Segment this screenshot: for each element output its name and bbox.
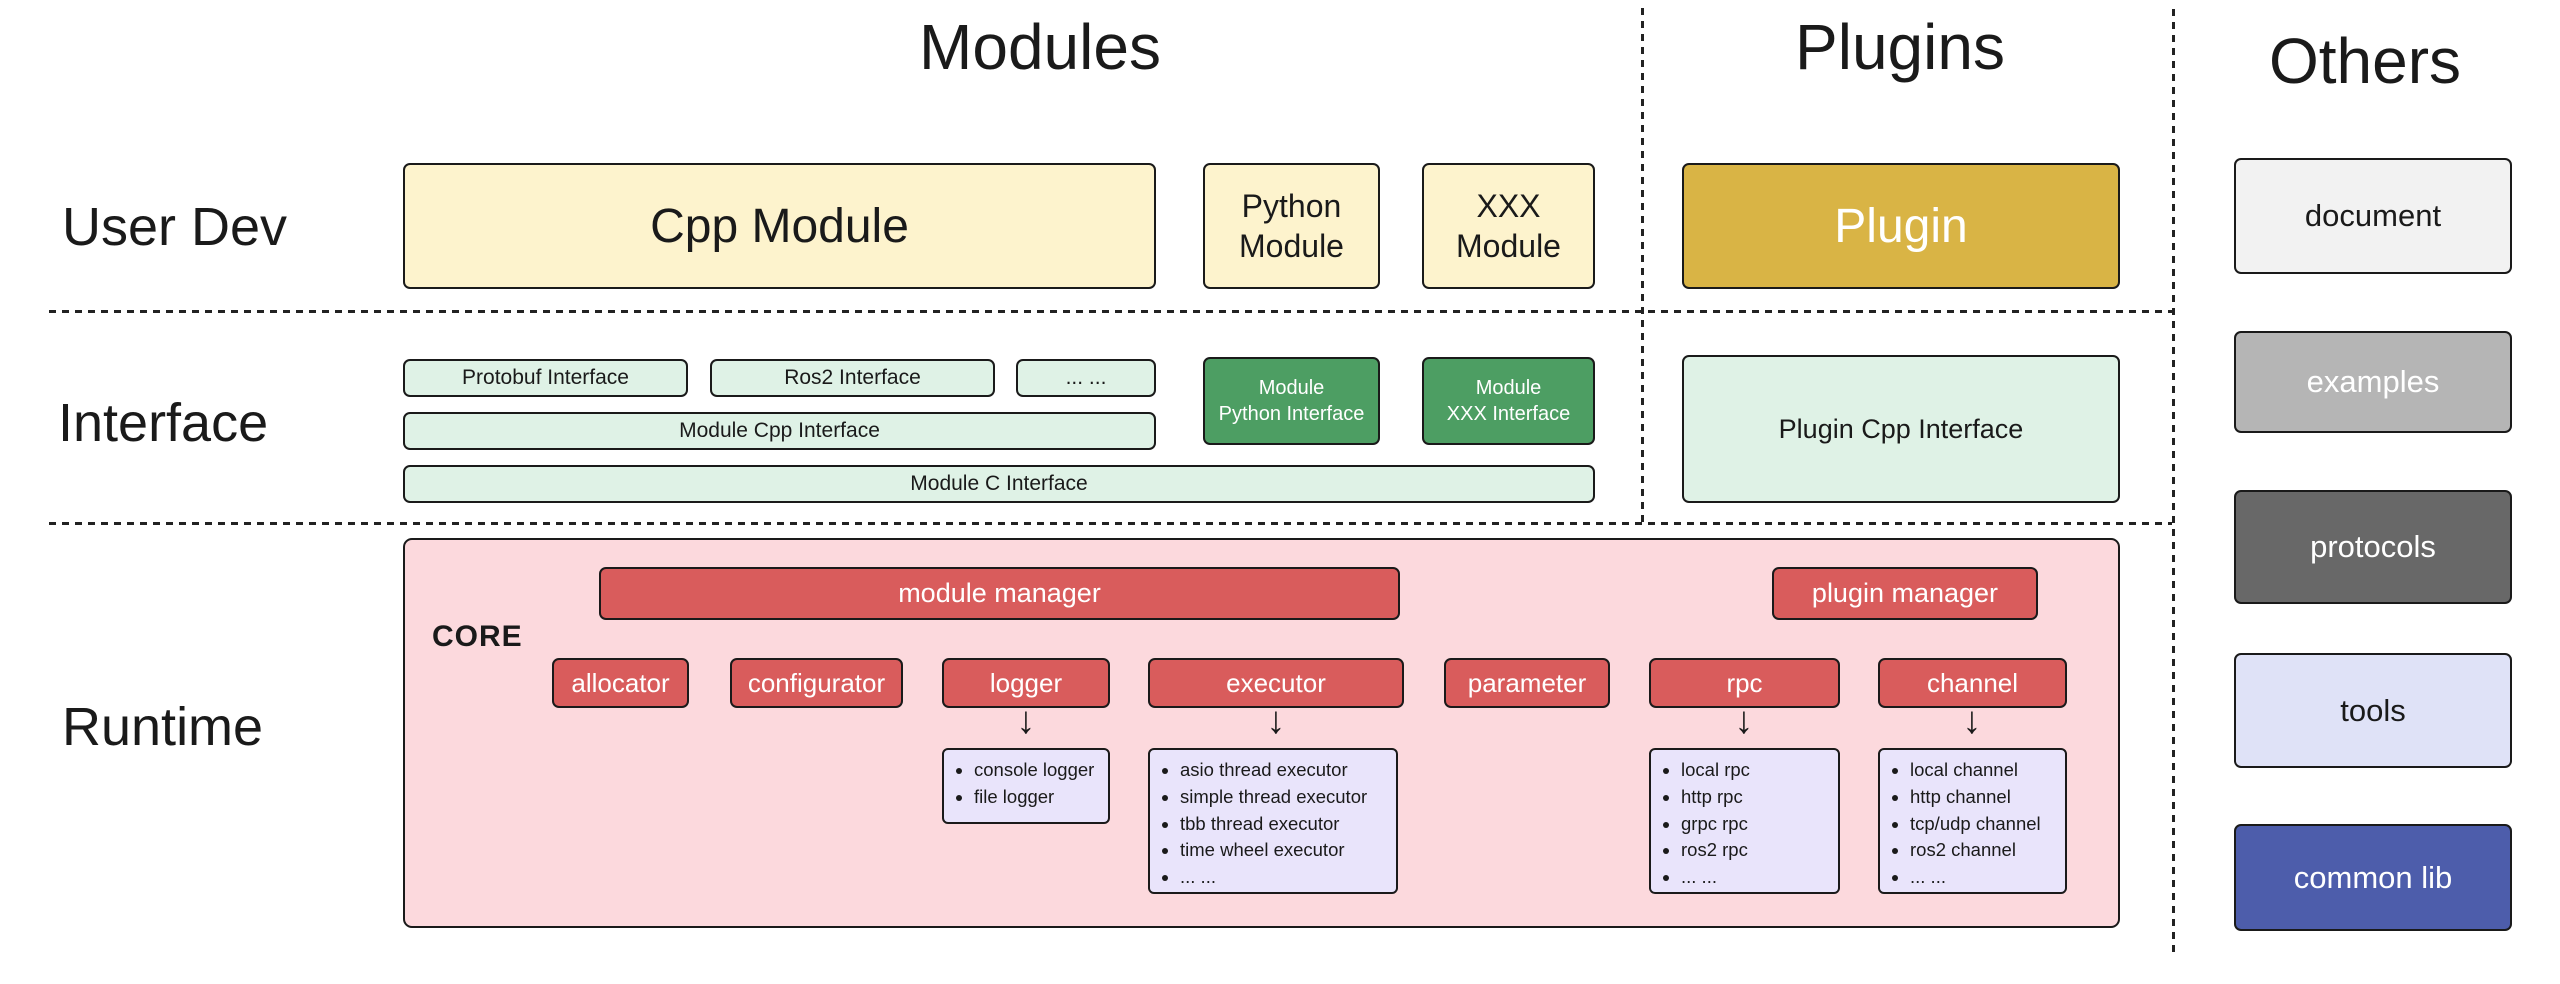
column-title-plugins: Plugins: [1795, 11, 2005, 83]
down-arrow-icon: ↓: [1016, 700, 1036, 742]
down-arrow-icon: ↓: [1962, 700, 1982, 742]
module-xxx-interface-box: Module XXX Interface: [1422, 357, 1595, 445]
list-item: http rpc: [1681, 784, 1750, 811]
divider-interface-runtime: [49, 522, 2172, 525]
list-item: time wheel executor: [1180, 837, 1367, 864]
module-manager-box: module manager: [599, 567, 1400, 620]
column-title-others: Others: [2268, 25, 2462, 97]
executor-implementations-list: asio thread executorsimple thread execut…: [1148, 748, 1398, 894]
row-label-interface: Interface: [58, 393, 269, 453]
others-common-lib-box: common lib: [2234, 824, 2512, 931]
list-item: ... ...: [1910, 864, 2041, 891]
others-tools-box: tools: [2234, 653, 2512, 768]
plugin-cpp-interface-box: Plugin Cpp Interface: [1682, 355, 2120, 503]
list-item: ros2 rpc: [1681, 837, 1750, 864]
list-item: ... ...: [1180, 864, 1367, 891]
executor-box: executor: [1148, 658, 1404, 708]
down-arrow-icon: ↓: [1734, 700, 1754, 742]
divider-plugins-others: [2172, 8, 2175, 952]
rpc-box: rpc: [1649, 658, 1840, 708]
row-label-user-dev: User Dev: [62, 197, 288, 257]
others-examples-box: examples: [2234, 331, 2512, 433]
down-arrow-icon: ↓: [1266, 700, 1286, 742]
module-python-interface-box: Module Python Interface: [1203, 357, 1380, 445]
list-item: console logger: [974, 757, 1094, 784]
ros2-interface-box: Ros2 Interface: [710, 359, 995, 397]
list-item: local rpc: [1681, 757, 1750, 784]
protobuf-interface-box: Protobuf Interface: [403, 359, 688, 397]
list-item: local channel: [1910, 757, 2041, 784]
allocator-box: allocator: [552, 658, 689, 708]
plugin-manager-box: plugin manager: [1772, 567, 2038, 620]
python-module-box: Python Module: [1203, 163, 1380, 289]
column-title-modules: Modules: [919, 11, 1161, 83]
others-document-box: document: [2234, 158, 2512, 274]
more-interfaces-box: ... ...: [1016, 359, 1156, 397]
list-item: ros2 channel: [1910, 837, 2041, 864]
list-item: http channel: [1910, 784, 2041, 811]
list-item: file logger: [974, 784, 1094, 811]
logger-box: logger: [942, 658, 1110, 708]
channel-box: channel: [1878, 658, 2067, 708]
divider-modules-plugins: [1641, 8, 1644, 522]
list-item: asio thread executor: [1180, 757, 1367, 784]
list-item: simple thread executor: [1180, 784, 1367, 811]
plugin-box: Plugin: [1682, 163, 2120, 289]
logger-implementations-list: console loggerfile logger: [942, 748, 1110, 824]
others-protocols-box: protocols: [2234, 490, 2512, 604]
list-item: grpc rpc: [1681, 811, 1750, 838]
row-label-runtime: Runtime: [62, 697, 264, 757]
channel-implementations-list: local channelhttp channeltcp/udp channel…: [1878, 748, 2067, 894]
list-item: tbb thread executor: [1180, 811, 1367, 838]
cpp-module-box: Cpp Module: [403, 163, 1156, 289]
module-c-interface-box: Module C Interface: [403, 465, 1595, 503]
module-cpp-interface-box: Module Cpp Interface: [403, 412, 1156, 450]
configurator-box: configurator: [730, 658, 903, 708]
parameter-box: parameter: [1444, 658, 1610, 708]
divider-userdev-interface: [49, 310, 2172, 313]
xxx-module-box: XXX Module: [1422, 163, 1595, 289]
rpc-implementations-list: local rpchttp rpcgrpc rpcros2 rpc... ...: [1649, 748, 1840, 894]
list-item: tcp/udp channel: [1910, 811, 2041, 838]
core-label: CORE: [432, 620, 523, 653]
list-item: ... ...: [1681, 864, 1750, 891]
